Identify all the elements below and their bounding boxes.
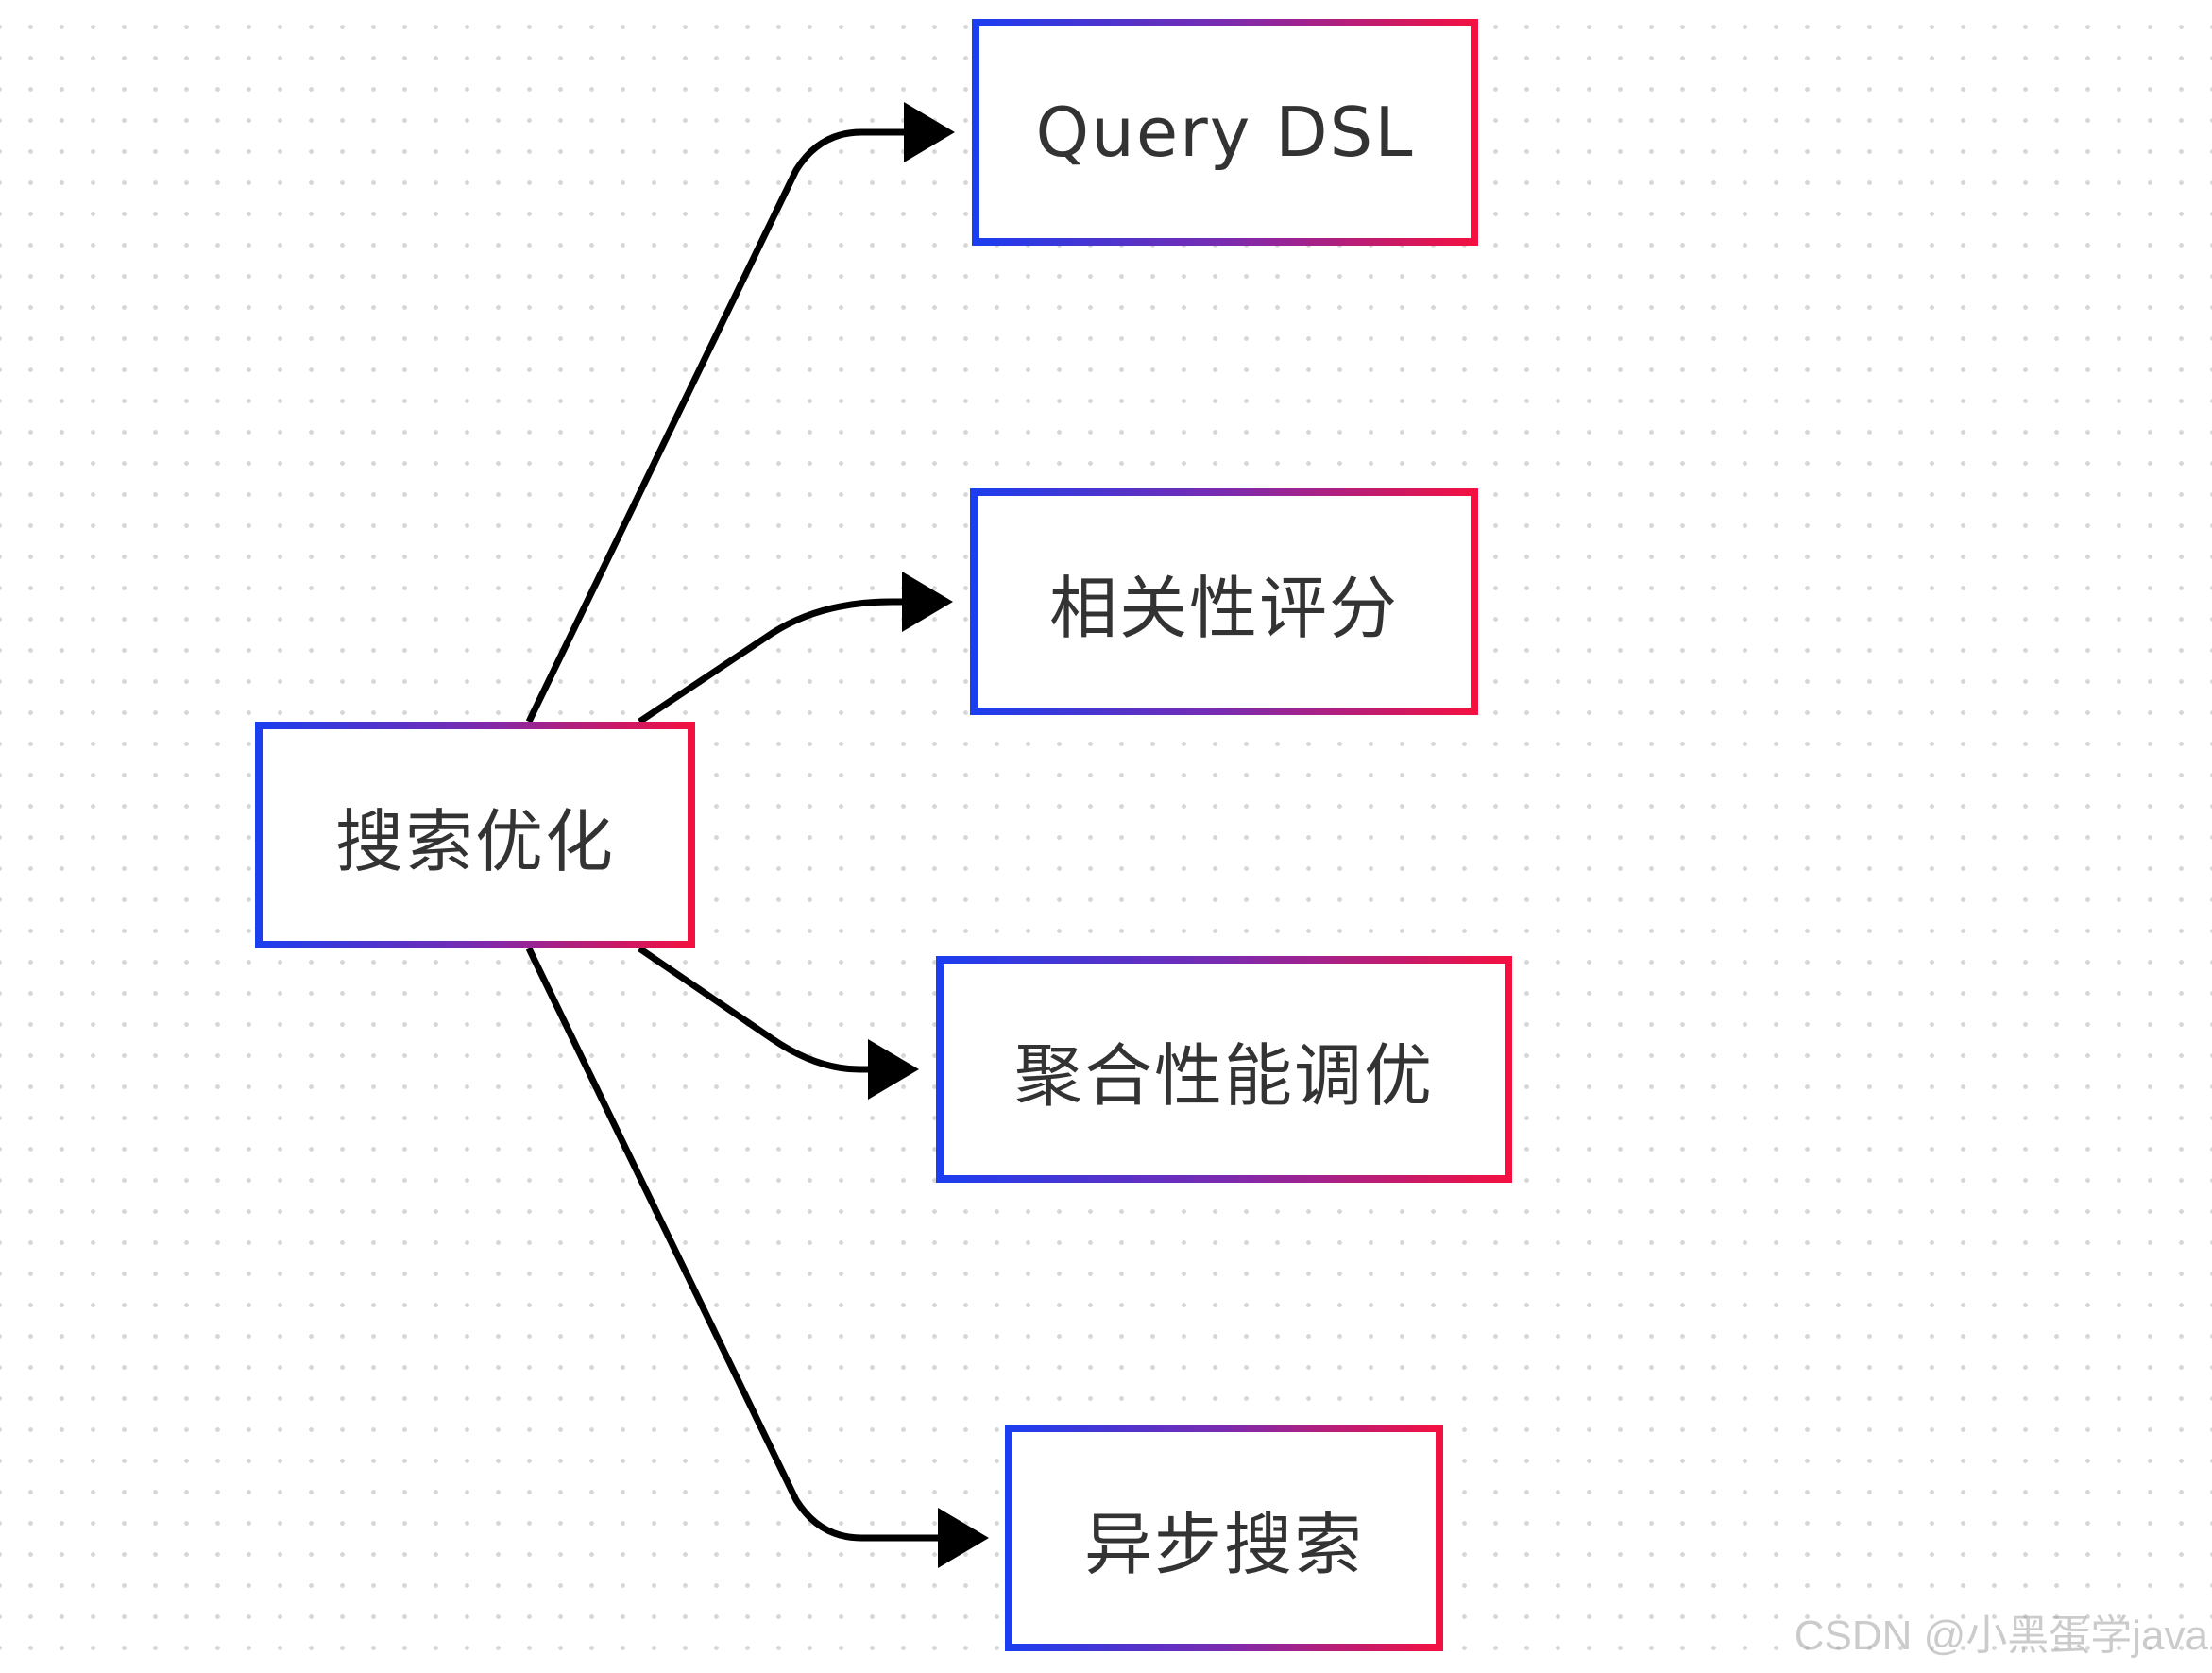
child-node-query-dsl[interactable]: Query DSL bbox=[972, 19, 1478, 246]
root-node-search-optimization[interactable]: 搜索优化 bbox=[255, 722, 695, 948]
child-node-label: 异步搜索 bbox=[1083, 1504, 1364, 1584]
edge-to-relevance bbox=[638, 598, 903, 725]
child-node-label: 相关性评分 bbox=[1048, 568, 1399, 648]
child-node-label: 聚合性能调优 bbox=[1013, 1035, 1434, 1116]
watermark-text: CSDN @小黑蛋学java bbox=[1794, 1613, 2208, 1659]
child-node-relevance-scoring[interactable]: 相关性评分 bbox=[970, 488, 1478, 715]
root-node-label: 搜索优化 bbox=[334, 801, 615, 881]
edge-to-async bbox=[525, 947, 939, 1542]
arrowhead-query-dsl bbox=[904, 102, 955, 162]
edge-to-aggregation bbox=[638, 946, 869, 1073]
edge-to-query-dsl bbox=[525, 128, 905, 724]
arrowhead-relevance bbox=[902, 572, 953, 632]
child-node-label: Query DSL bbox=[1035, 93, 1415, 172]
child-node-async-search[interactable]: 异步搜索 bbox=[1005, 1425, 1443, 1651]
arrowhead-aggregation bbox=[868, 1039, 919, 1100]
arrowhead-async bbox=[938, 1508, 989, 1568]
child-node-aggregation-tuning[interactable]: 聚合性能调优 bbox=[936, 956, 1512, 1183]
